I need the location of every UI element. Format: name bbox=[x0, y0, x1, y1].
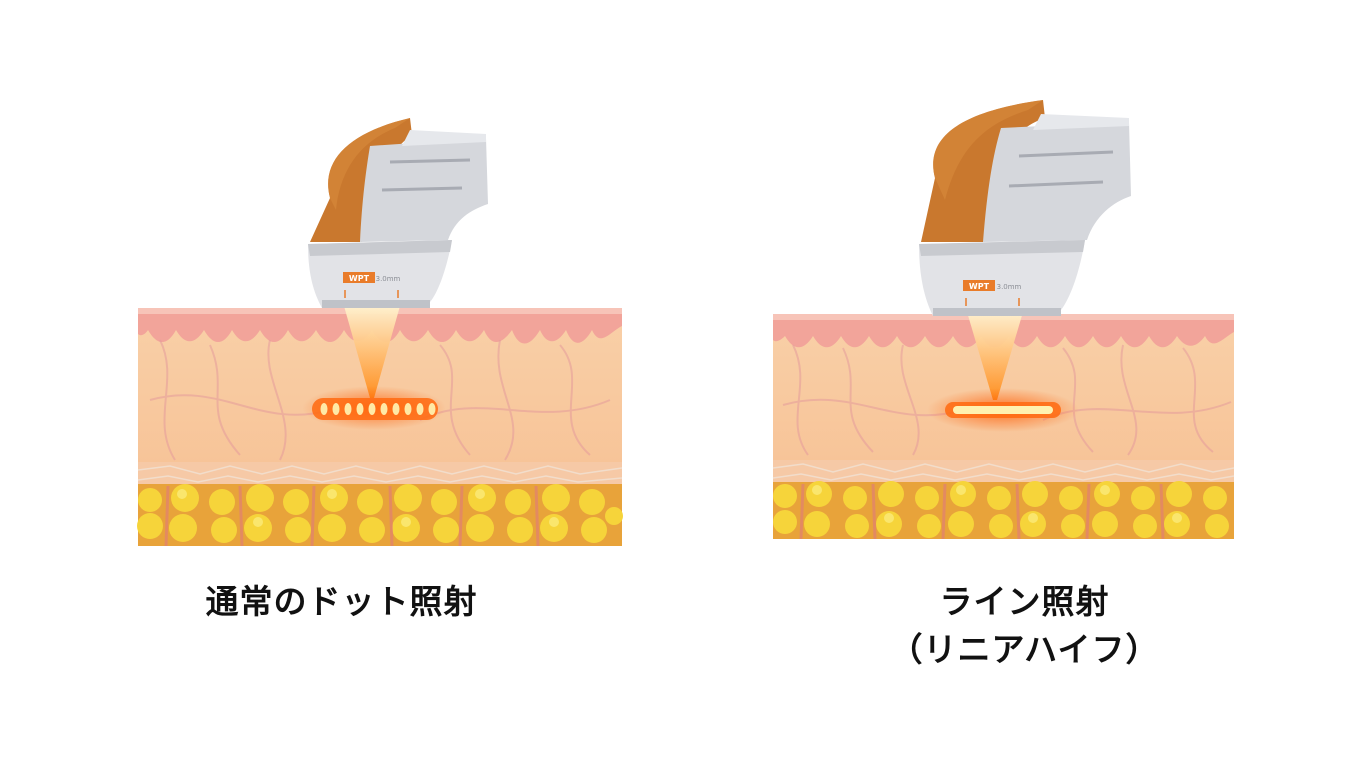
caption-linear-hifu: （リニアハイフ） bbox=[889, 630, 1160, 669]
dot-irradiation-illustration: WPT 3.0mm bbox=[137, 118, 623, 547]
caption-line-irradiation: ライン照射 bbox=[939, 582, 1110, 621]
panel-dot-irradiation: WPT 3.0mm 通常のドット照射 bbox=[137, 118, 623, 621]
ultrasound-beam bbox=[344, 306, 400, 398]
dot-focus-points bbox=[302, 386, 446, 430]
ultrasound-beam bbox=[967, 312, 1023, 400]
hifu-handpiece: WPT 3.0mm bbox=[308, 118, 488, 308]
line-focus-bar bbox=[927, 388, 1079, 432]
device-model-label: WPT bbox=[969, 282, 990, 291]
line-irradiation-illustration: WPT 3.0mm bbox=[772, 100, 1235, 540]
hifu-handpiece: WPT 3.0mm bbox=[919, 100, 1131, 316]
device-depth-label: 3.0mm bbox=[997, 283, 1022, 291]
device-depth-label: 3.0mm bbox=[376, 275, 401, 283]
panel-line-irradiation: WPT 3.0mm ライン照射 （リニアハイフ） bbox=[683, 0, 1366, 768]
device-model-label: WPT bbox=[349, 274, 370, 283]
caption-dot-irradiation: 通常のドット照射 bbox=[205, 582, 478, 621]
